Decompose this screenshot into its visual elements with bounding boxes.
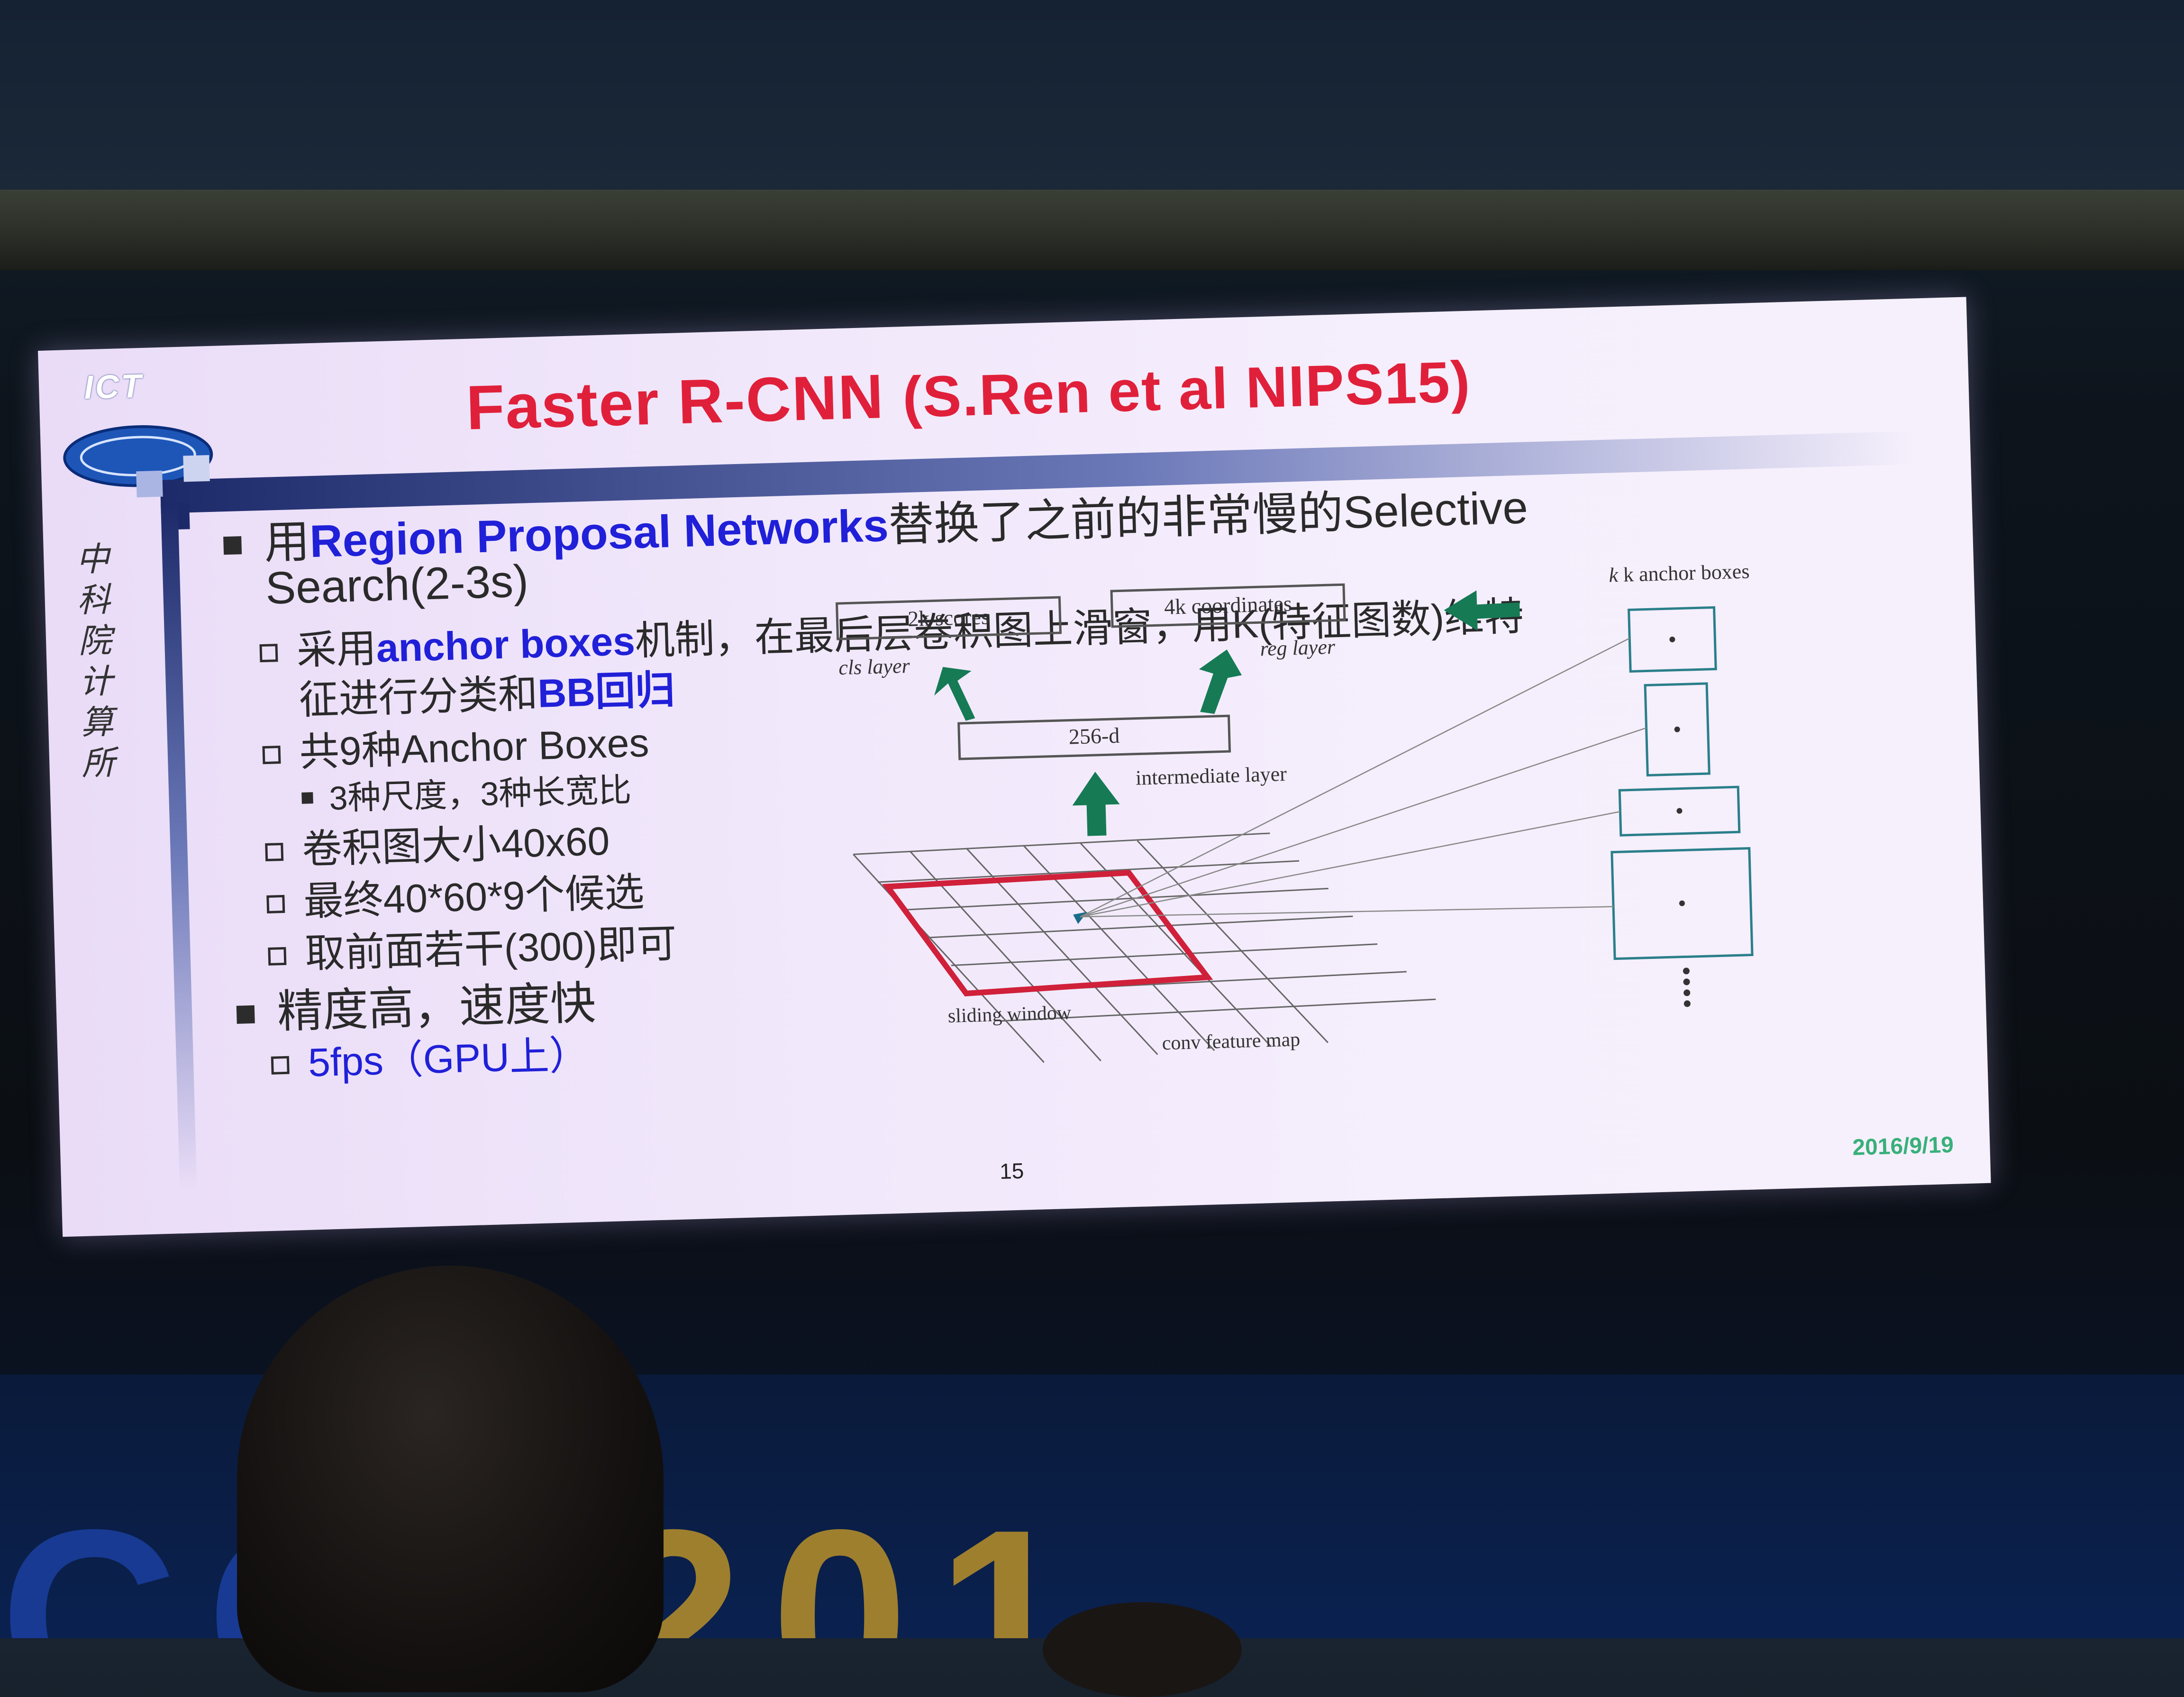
room-beam xyxy=(0,190,2184,270)
room-background-top xyxy=(0,0,2184,190)
bullet-highlight: 5fps（GPU上） xyxy=(307,1032,590,1085)
audience-head xyxy=(1043,1602,1242,1697)
anchor-connector-lines xyxy=(1080,638,1647,918)
slide: ICT 中 科 院 计 算 所 Faster R-CNN (S.Ren et a… xyxy=(38,297,1991,1237)
bullet-hollow-icon xyxy=(265,842,284,862)
bullet-hollow-icon xyxy=(266,894,285,913)
coordinates-label: 4k coordinates xyxy=(1164,591,1292,619)
cls-layer-label: cls layer xyxy=(838,654,910,679)
anchor-centers xyxy=(1669,636,1685,906)
institute-char: 算 xyxy=(80,702,115,742)
sliding-window-label: sliding window xyxy=(947,1002,1072,1027)
arrow-up-icon xyxy=(1199,649,1242,714)
bullet-hollow-icon xyxy=(259,644,278,663)
slide-title: Faster R-CNN (S.Ren et al NIPS15) xyxy=(465,332,1889,444)
arrow-up-icon xyxy=(1072,772,1120,836)
bullet-highlight: BB回归 xyxy=(537,667,676,716)
institute-char: 所 xyxy=(81,743,116,783)
title-main: Faster R-CNN xyxy=(465,361,885,443)
anchor-box xyxy=(1611,847,1754,960)
bullet-hollow-icon xyxy=(268,947,287,966)
bullet-square-icon xyxy=(223,536,242,555)
page-number: 15 xyxy=(999,1158,1025,1184)
rule-decoration xyxy=(183,455,210,482)
bullet-hollow-icon xyxy=(262,746,281,765)
rpn-diagram: 2k scores 4k coordinates cls layer reg l… xyxy=(835,559,1754,1063)
institute-char: 计 xyxy=(79,661,113,702)
bullet-small-square-icon xyxy=(301,792,313,804)
bullet-text: 用 xyxy=(264,516,310,568)
logo-text: ICT xyxy=(83,367,144,406)
intermediate-box-label: 256-d xyxy=(1068,723,1120,749)
anchor-box xyxy=(1644,682,1711,777)
audience-head xyxy=(237,1266,664,1692)
bullet-text: 替换了之前的非常慢的Selective xyxy=(888,482,1529,551)
bullet-hollow-icon xyxy=(271,1056,290,1075)
more-ellipsis-icon xyxy=(1683,967,1691,1007)
left-accent-bar xyxy=(161,503,197,1191)
backdrop-text-right: 201 xyxy=(605,1493,1102,1638)
bullet-continuation: Search(2-3s) xyxy=(264,556,529,614)
slide-date: 2016/9/19 xyxy=(1852,1132,1954,1160)
projection-screen: ICT 中 科 院 计 算 所 Faster R-CNN (S.Ren et a… xyxy=(38,297,1991,1237)
anchor-box xyxy=(1627,606,1717,673)
reg-layer-label: reg layer xyxy=(1260,635,1336,660)
anchor-boxes-group xyxy=(1611,606,1754,960)
coordinates-box xyxy=(1110,583,1346,628)
intermediate-box xyxy=(957,714,1231,760)
scores-box xyxy=(835,596,1062,640)
institute-char: 院 xyxy=(78,620,112,661)
arrow-up-icon xyxy=(934,666,975,721)
title-citation: (S.Ren et al NIPS15) xyxy=(901,349,1472,430)
intermediate-layer-label: intermediate layer xyxy=(1135,762,1287,790)
institute-char: 科 xyxy=(76,580,111,620)
conv-feature-map-grid xyxy=(853,832,1436,1063)
conv-feature-map-label: conv feature map xyxy=(1162,1029,1301,1054)
sub-bullet-item: 5fps（GPU上） xyxy=(270,1023,590,1089)
bullet-square-icon xyxy=(236,1005,255,1024)
bullet-text: 取前面若干(300)即可 xyxy=(304,921,677,976)
scores-label: 2k scores xyxy=(908,604,990,631)
bullet-text: 采用 xyxy=(296,626,377,673)
rule-decoration xyxy=(136,470,163,498)
bullet-highlight: Region Proposal Networks xyxy=(309,500,890,567)
anchor-box xyxy=(1618,785,1741,837)
sliding-window-box xyxy=(882,869,1213,997)
institute-char: 中 xyxy=(75,539,110,579)
institute-vertical-text: 中 科 院 计 算 所 xyxy=(71,538,120,784)
anchor-boxes-text: k anchor boxes xyxy=(1623,559,1750,586)
arrow-left-icon xyxy=(1444,590,1520,631)
anchor-boxes-label: k k anchor boxes xyxy=(1609,559,1750,586)
